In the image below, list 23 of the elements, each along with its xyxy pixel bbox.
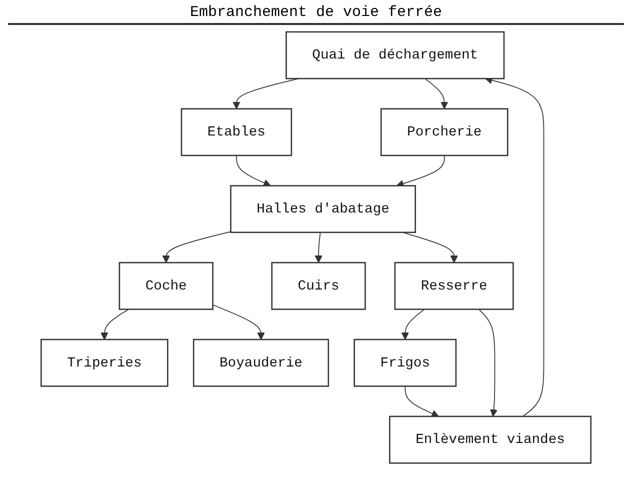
arrow [396,155,445,188]
node-box: Resserre [394,262,514,310]
node-box: Etables [180,108,292,156]
arrow [162,231,232,263]
node-box: Quai de déchargement [286,31,505,80]
node-box: Enlèvement viandes [389,416,592,464]
node-box: Cuirs [271,262,366,310]
arrow [236,155,271,186]
node-box: Frigos [354,338,457,387]
arrow [212,304,265,340]
node-box: Triperies [40,338,168,387]
node-box: Halles d'abatage [230,185,416,234]
arrow [478,308,498,417]
arrow [314,232,322,263]
arrow [424,78,448,110]
arrow [402,232,458,263]
node-box: Porcherie [380,108,508,156]
node-box: Boyauderie [192,338,330,387]
arrow [100,308,130,340]
arrow [401,308,425,340]
arrow [404,386,439,418]
node-box: Coche [118,262,214,310]
title: Embranchement de voie ferrée [8,0,624,25]
